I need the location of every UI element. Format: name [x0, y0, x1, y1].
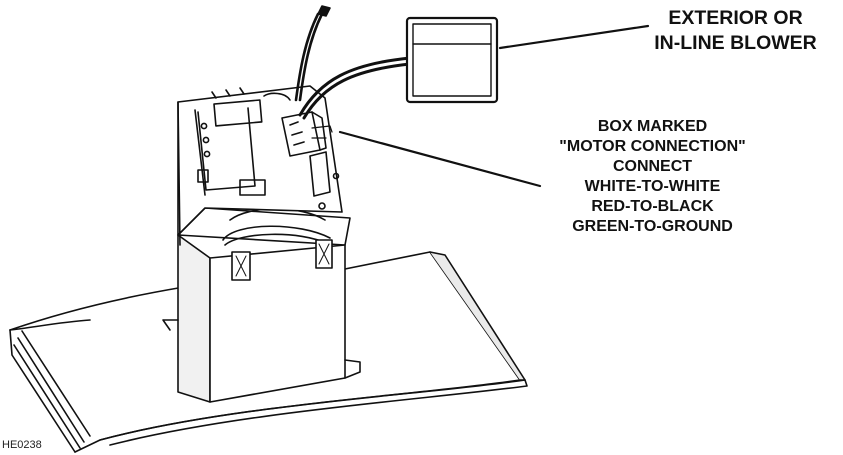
exterior-blower-leader: [498, 24, 650, 50]
motor-connection-leader: [338, 130, 542, 188]
callout-line: IN-LINE BLOWER: [654, 32, 817, 54]
callout-line: WHITE-TO-WHITE: [584, 178, 721, 195]
blower-cable: [298, 56, 412, 120]
callout-line: BOX MARKED: [597, 118, 708, 135]
callout-line: EXTERIOR OR: [668, 7, 803, 29]
power-cord: [294, 12, 324, 102]
figure-id: HE0238: [2, 439, 42, 451]
motor-connection-callout: BOX MARKED "MOTOR CONNECTION" CONNECT WH…: [510, 117, 795, 237]
exterior-blower-unit: [405, 16, 499, 104]
blower-housing: [162, 207, 361, 403]
motor-connection-box: [281, 111, 340, 210]
callout-line: CONNECT: [612, 158, 693, 175]
power-plug: [317, 5, 331, 17]
exterior-blower-callout: EXTERIOR OR IN-LINE BLOWER: [628, 6, 843, 56]
callout-line: "MOTOR CONNECTION": [559, 138, 746, 155]
callout-line: RED-TO-BLACK: [591, 198, 714, 215]
callout-line: GREEN-TO-GROUND: [572, 218, 733, 235]
